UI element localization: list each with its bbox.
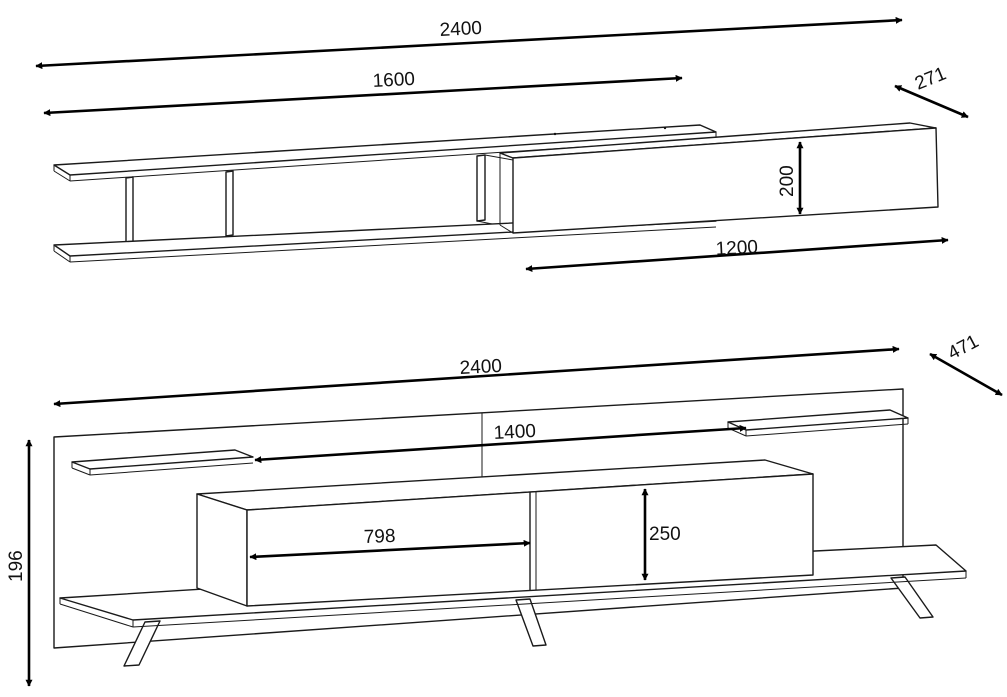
divider: [125, 176, 134, 244]
dim-cabinet-height: 200: [777, 165, 798, 197]
dim-stand-width: 2400: [459, 356, 502, 379]
dim-line-shelf-span: [254, 424, 747, 464]
dim-shelf-span: 1400: [493, 421, 536, 444]
dim-line-depth: [894, 84, 969, 119]
dim-line-cabinet-width: [525, 236, 949, 273]
dim-drawer-width: 798: [363, 526, 395, 548]
dim-line-drawer-width: [249, 539, 531, 561]
dim-line-total-width: [35, 16, 903, 70]
cabinet-front: [512, 127, 939, 234]
divider: [225, 170, 234, 237]
wall-unit-drawing: [53, 122, 939, 263]
leg: [890, 576, 934, 619]
dim-shelf-width: 1600: [372, 69, 415, 92]
leg: [123, 620, 161, 667]
dim-cabinet-width: 1200: [715, 237, 758, 260]
left-wall-shelf: [71, 449, 254, 470]
leg: [515, 598, 547, 647]
dim-total-width: 2400: [439, 18, 482, 41]
dim-stand-depth: 471: [944, 331, 982, 364]
dim-line-shelf-width: [43, 74, 683, 117]
dim-stand-cabinet-height: 250: [649, 524, 681, 545]
cabinet-side: [196, 493, 248, 607]
dim-stand-height: 196: [6, 550, 27, 582]
dim-line-stand-width: [53, 345, 900, 408]
dim-line-stand-depth: [929, 352, 1003, 397]
divider: [476, 154, 486, 222]
dim-depth: 271: [912, 63, 949, 94]
